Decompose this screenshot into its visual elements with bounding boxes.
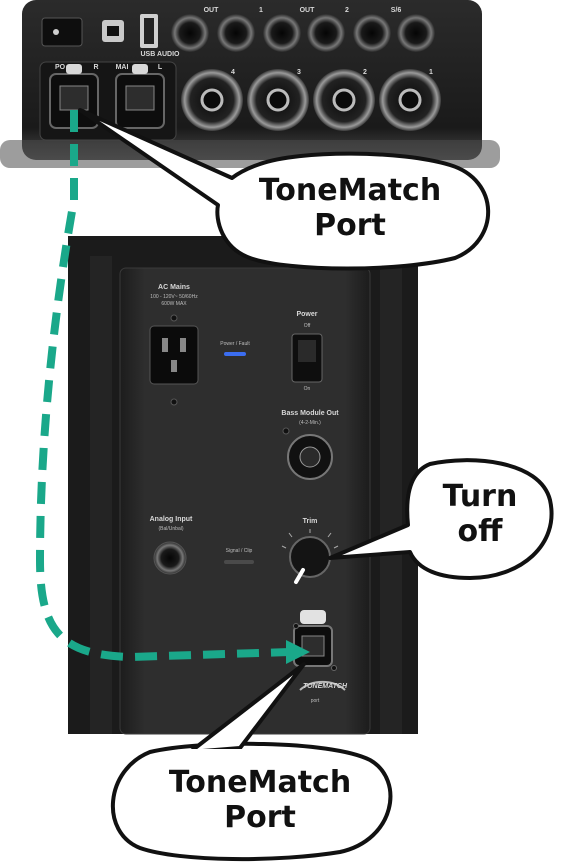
- output-jack: [263, 14, 301, 52]
- analog-input-label: Analog Input: [149, 516, 193, 523]
- speaker-panel: [68, 236, 418, 735]
- ch-label-1: 1: [429, 69, 433, 76]
- callout-bottom-line1: ToneMatch: [168, 765, 352, 800]
- callout-top-text: ToneMatch Port: [240, 173, 460, 243]
- tonematch-cable: [35, 110, 291, 662]
- trim-pointer: [294, 568, 305, 584]
- callout-top-line2: Port: [314, 207, 386, 243]
- ac-inlet: [149, 325, 199, 385]
- callout-top: [78, 108, 491, 271]
- main-label: MAI: [115, 64, 129, 71]
- ch-label-2: 2: [363, 69, 367, 76]
- callout-trim-text: Turn off: [420, 479, 540, 549]
- tonematch-logo-arc: [299, 680, 346, 691]
- output-jack: [171, 14, 209, 52]
- callout-trim: [328, 458, 554, 580]
- power-fault-label: Power / Fault: [220, 341, 250, 347]
- po-label: PO: [54, 64, 66, 71]
- trim-label: Trim: [302, 518, 318, 525]
- callout-bottom-text: ToneMatch Port: [140, 765, 380, 835]
- signal-clip-label: Signal / Clip: [225, 548, 253, 554]
- l-label: L: [157, 64, 163, 71]
- power-dot-icon: [53, 29, 59, 35]
- combo-inputs: [181, 69, 441, 131]
- bass-module-out-label: Bass Module Out: [281, 410, 339, 417]
- out-label-b: OUT: [299, 7, 315, 14]
- power-label: Power: [296, 311, 318, 318]
- output-jack: [353, 14, 391, 52]
- ac-mains-label: AC Mains: [158, 284, 190, 291]
- ac-mains-spec-2: 600W MAX: [161, 301, 187, 307]
- output-jack: [307, 14, 345, 52]
- trim-ticks: [281, 529, 339, 549]
- analog-input-sub: (Bal/Unbal): [158, 526, 184, 532]
- out-num-1: 1: [259, 7, 263, 14]
- tonematch-logo-label: TONEMATCH: [302, 683, 348, 690]
- analog-input-jack: [153, 541, 187, 575]
- port-latch: [66, 64, 82, 74]
- output-jack: [397, 14, 435, 52]
- r-label: R: [93, 64, 99, 71]
- mixer-power-switch: [41, 17, 83, 47]
- s6-label: S/6: [390, 7, 402, 14]
- ch-label-3: 3: [297, 69, 301, 76]
- usb-audio-label: USB AUDIO: [140, 51, 180, 58]
- ch-label-4: 4: [231, 69, 235, 76]
- callout-bottom: [110, 662, 393, 862]
- cable-arrowhead-icon: [286, 640, 310, 664]
- mixer-unit: [0, 0, 500, 168]
- bass-module-out-sub: (4-2-Min.): [299, 420, 321, 426]
- tonematch-port-latch: [300, 610, 326, 624]
- callout-top-line1: ToneMatch: [258, 173, 442, 208]
- out-label-a: OUT: [203, 7, 219, 14]
- output-jacks: [171, 14, 435, 52]
- out-num-2: 2: [345, 7, 349, 14]
- off-label: Off: [303, 323, 311, 329]
- ac-mains-spec-1: 100 - 120V~ 50/60Hz: [150, 294, 198, 300]
- port-label: port: [310, 698, 320, 704]
- trim-knob: [289, 536, 331, 578]
- on-label: On: [303, 386, 311, 392]
- callout-trim-line1: Turn: [442, 479, 518, 514]
- signal-clip-led: [224, 560, 254, 564]
- callout-bottom-line2: Port: [224, 799, 296, 835]
- port-latch: [132, 64, 148, 74]
- power-fault-led: [224, 352, 246, 356]
- callout-trim-line2: off: [457, 513, 503, 549]
- output-jack: [217, 14, 255, 52]
